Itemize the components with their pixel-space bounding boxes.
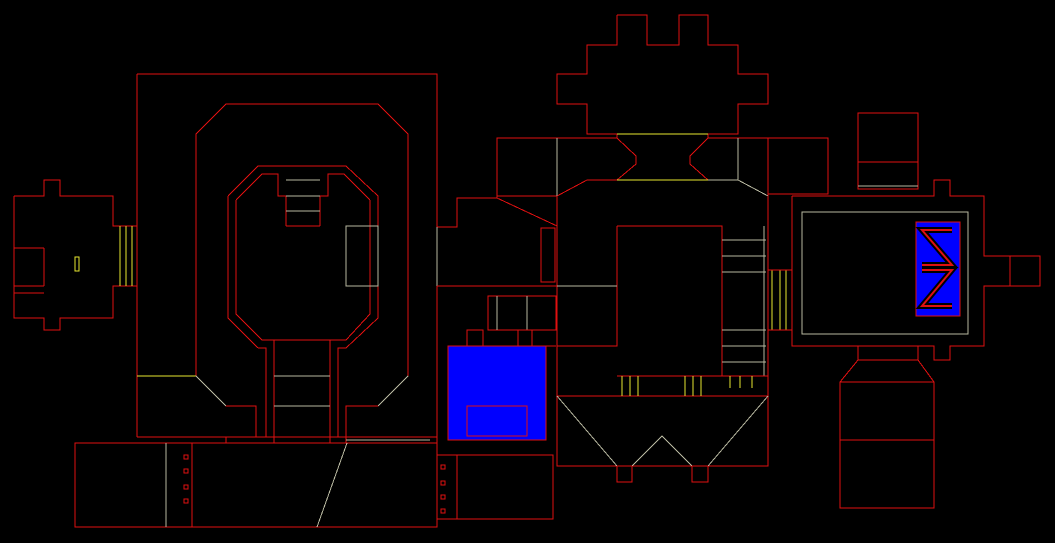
south-funnel <box>556 395 769 483</box>
key-markers <box>183 454 446 514</box>
west-wing <box>13 179 138 331</box>
central-court <box>556 196 792 397</box>
southeast-annex <box>839 345 935 509</box>
south-corridor <box>74 442 554 528</box>
switch-marker <box>74 256 80 272</box>
exit-pad-icon <box>447 345 547 441</box>
east-hall <box>791 112 1041 361</box>
central-corridor <box>436 195 558 331</box>
lift-glyph-icon <box>915 227 959 309</box>
north-chamber <box>496 14 829 197</box>
ring-hall <box>136 73 438 444</box>
exit-room <box>447 329 556 441</box>
